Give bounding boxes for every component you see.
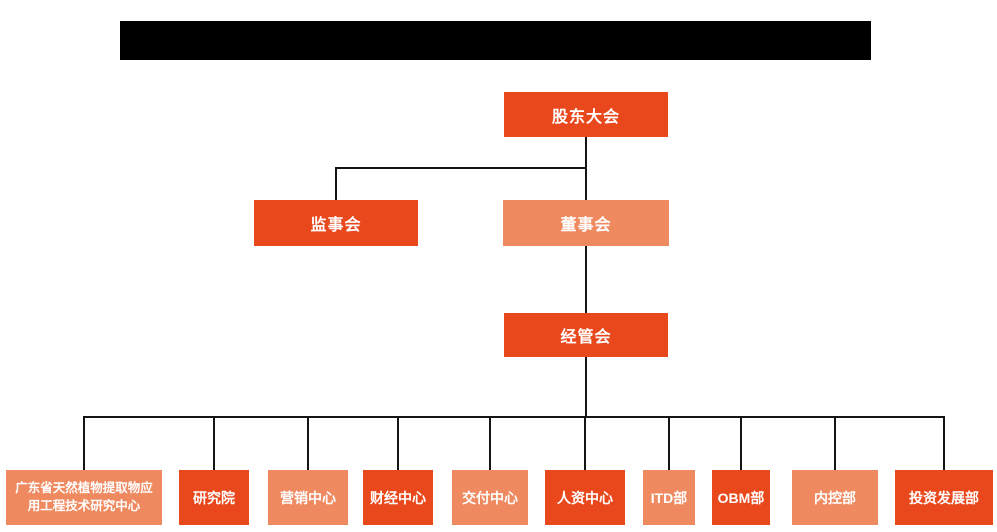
connector-management-vertical [585,357,587,417]
connector-dept-drop-5 [489,416,491,470]
connector-dept-drop-1 [83,416,85,470]
org-node-research-institute: 研究院 [179,470,249,525]
org-node-internal-control-dept: 内控部 [792,470,878,525]
org-node-label: 财经中心 [370,489,426,506]
connector-departments-horizontal [83,416,945,418]
org-node-label: 董事会 [560,217,612,234]
org-node-hr-center: 人资中心 [545,470,625,525]
connector-supervisory-drop [335,167,337,200]
connector-dept-drop-3 [307,416,309,470]
org-node-label: 投资发展部 [909,489,979,506]
connector-dept-drop-9 [834,416,836,470]
org-node-supervisory-board: 监事会 [254,200,418,246]
org-node-label: 广东省天然植物提取物应用工程技术研究中心 [15,481,153,513]
connector-level2-horizontal [335,167,587,169]
org-node-label: 研究院 [193,489,235,506]
org-node-board-of-directors: 董事会 [503,200,669,246]
org-node-label: OBM部 [717,489,765,506]
org-node-label: 交付中心 [462,489,518,506]
connector-dept-drop-2 [213,416,215,470]
org-node-label: 监事会 [310,217,362,234]
connector-dept-drop-4 [397,416,399,470]
connector-dept-drop-6 [584,416,586,470]
org-node-investment-development-dept: 投资发展部 [895,470,993,525]
org-node-itd-dept: ITD部 [643,470,695,525]
redacted-title-bar [120,21,871,60]
org-node-finance-center: 财经中心 [363,470,433,525]
org-node-label: 人资中心 [557,489,613,506]
connector-dept-drop-10 [943,416,945,470]
org-node-obm-dept: OBM部 [712,470,770,525]
org-node-marketing-center: 营销中心 [268,470,348,525]
connector-dept-drop-8 [740,416,742,470]
org-node-research-center: 广东省天然植物提取物应用工程技术研究中心 [6,470,162,525]
org-node-delivery-center: 交付中心 [452,470,528,525]
org-node-label: ITD部 [650,489,688,506]
connector-board-to-management [585,246,587,313]
org-node-shareholders-meeting: 股东大会 [504,92,668,137]
connector-dept-drop-7 [668,416,670,470]
org-node-label: 经管会 [560,329,612,346]
org-node-label: 股东大会 [551,108,620,126]
org-node-label: 内控部 [814,489,856,506]
org-node-management-committee: 经管会 [504,313,668,357]
org-node-label: 营销中心 [280,489,336,506]
